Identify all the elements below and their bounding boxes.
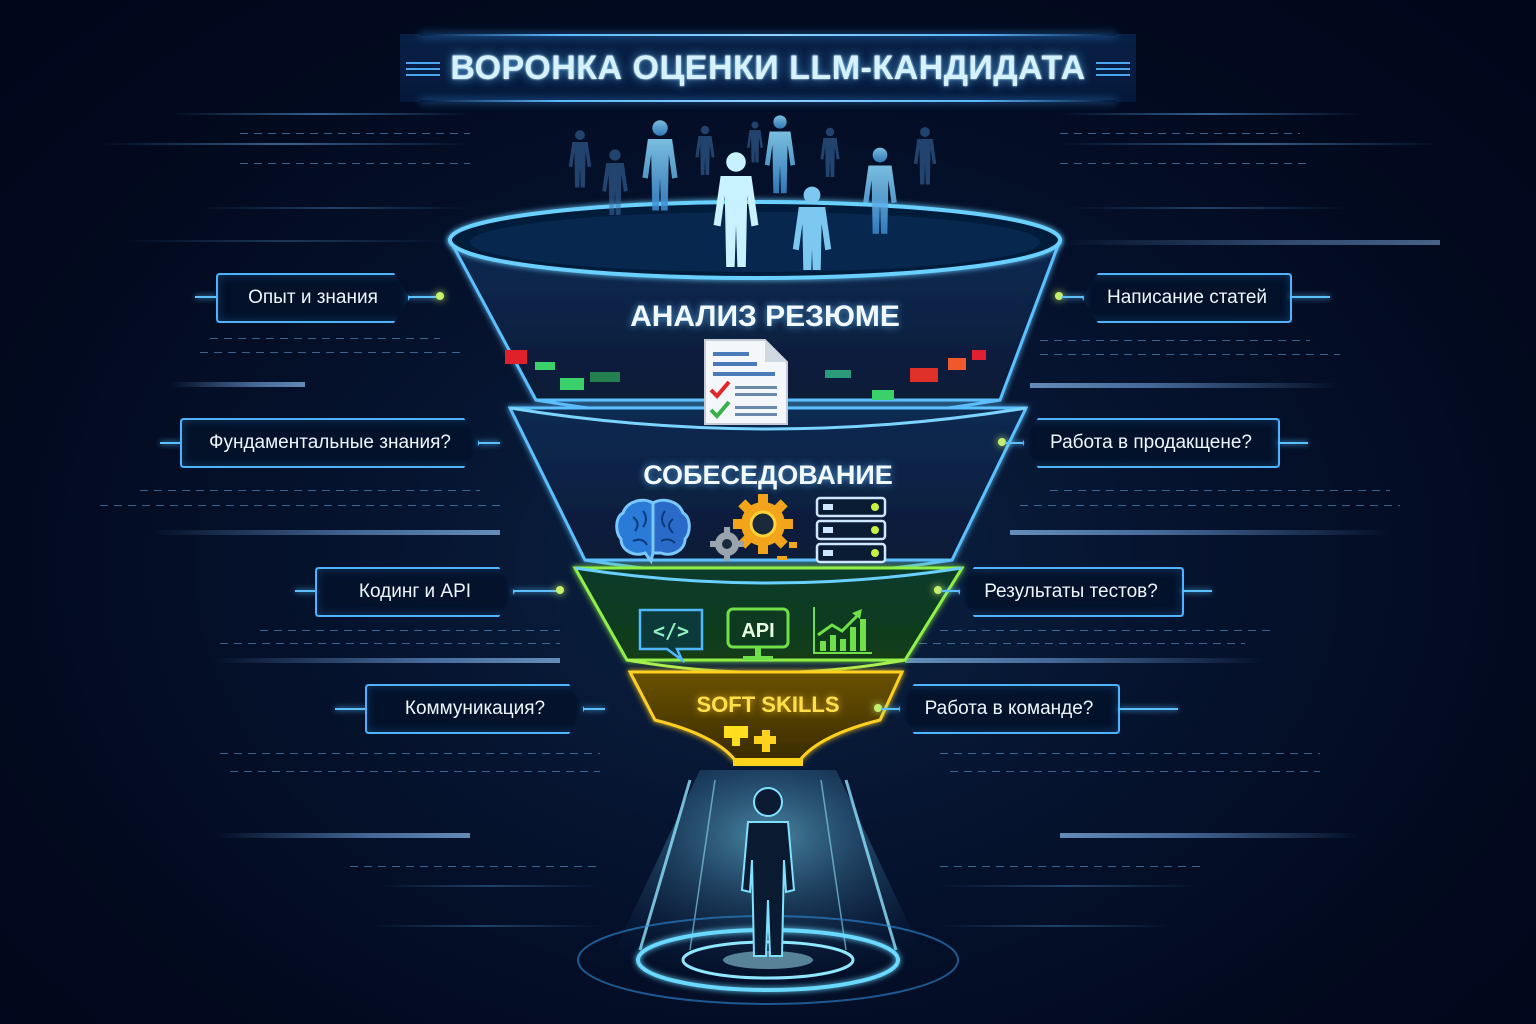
server-icon: [815, 496, 887, 564]
brain-icon: [613, 497, 693, 565]
question-teamwork: Работа в команде?: [898, 684, 1120, 734]
connector-dot: [436, 292, 444, 300]
connector-dot: [874, 704, 882, 712]
connector-dot: [934, 586, 942, 594]
people-icon: [568, 115, 937, 285]
selected-candidate-icon: [718, 780, 818, 960]
stage-label-soft-skills: SOFT SKILLS: [696, 692, 840, 717]
question-fundamentals: Фундаментальные знания?: [180, 418, 480, 468]
stage-label-interview: СОБЕСЕДОВАНИЕ: [643, 460, 893, 490]
resume-checklist-icon: [703, 338, 789, 426]
stage-label-resume: АНАЛИЗ РЕЗЮМЕ: [630, 300, 900, 333]
connector-dot: [1055, 292, 1063, 300]
candidates-crowd: [540, 100, 1000, 285]
question-articles: Написание статей: [1082, 273, 1292, 323]
question-communication: Коммуникация?: [365, 684, 585, 734]
connector-dot: [556, 586, 564, 594]
code-icon: </>: [637, 607, 705, 663]
svg-text:</>: </>: [653, 619, 689, 643]
question-experience: Опыт и знания: [216, 273, 410, 323]
question-test-results: Результаты тестов?: [958, 567, 1184, 617]
page-title: ВОРОНКА ОЦЕНКИ LLM-КАНДИДАТА: [450, 48, 1086, 87]
title-banner: ВОРОНКА ОЦЕНКИ LLM-КАНДИДАТА: [400, 34, 1136, 102]
puzzle-icon: [720, 722, 780, 756]
title-left-decoration: [406, 68, 440, 70]
title-right-decoration: [1096, 68, 1130, 70]
question-coding-api: Кодинг и API: [315, 567, 515, 617]
connector-dot: [998, 438, 1006, 446]
svg-text:API: API: [741, 620, 774, 642]
question-production: Работа в продакщене?: [1022, 418, 1280, 468]
gears-icon: [705, 494, 805, 564]
growth-chart-icon: [812, 605, 874, 657]
api-monitor-icon: API: [725, 606, 791, 664]
